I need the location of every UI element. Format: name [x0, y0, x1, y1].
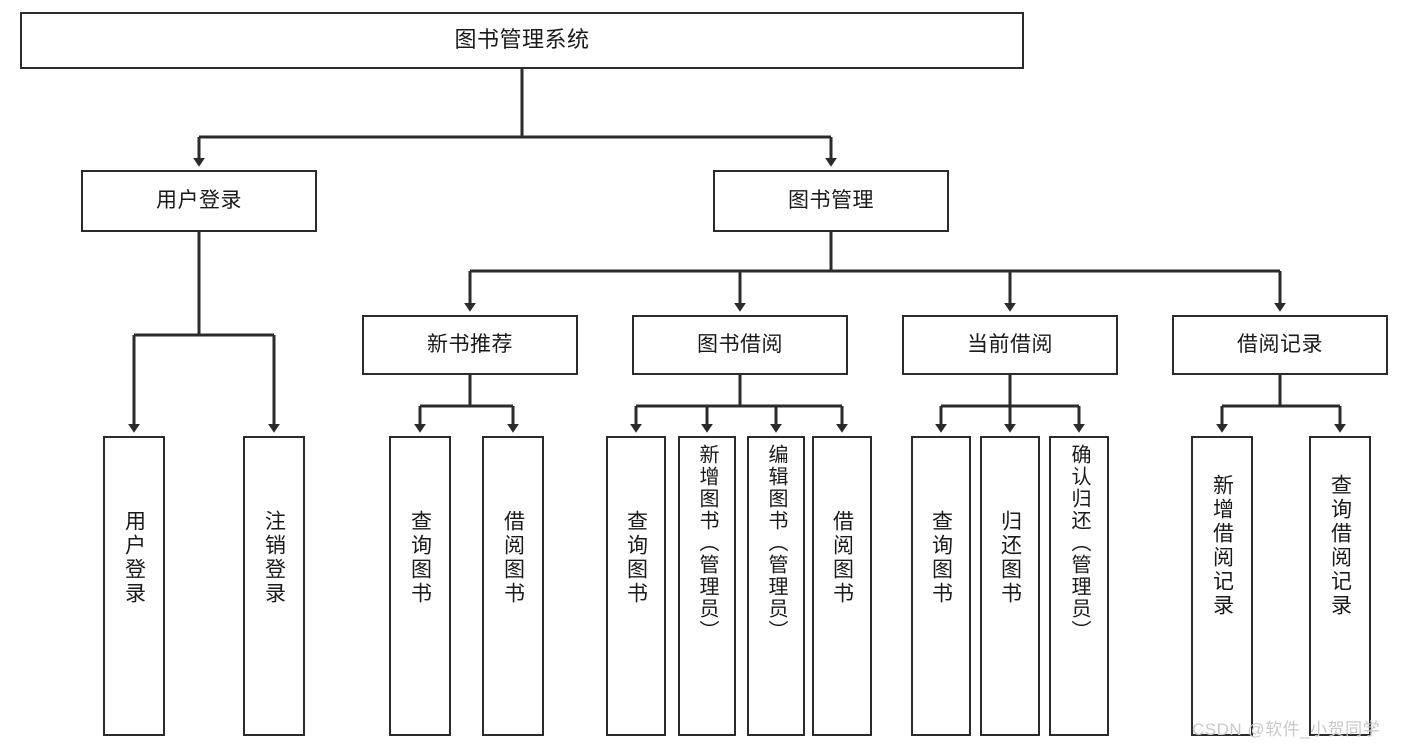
node-label: 图书管理系统	[454, 27, 590, 53]
node-book-borrow[interactable]: 图书借阅	[632, 315, 848, 375]
node-label: 图书管理	[788, 189, 874, 213]
node-label: 新书推荐	[427, 333, 513, 357]
csdn-watermark: CSDN @软件_小贺同学	[1192, 720, 1381, 739]
leaf-user-login[interactable]: 用户登录	[103, 436, 165, 736]
node-borrow-record[interactable]: 借阅记录	[1172, 315, 1388, 375]
node-label: 图书借阅	[697, 333, 783, 357]
node-label: 编辑图书（管理员）	[765, 444, 787, 642]
node-label: 查询图书	[929, 510, 953, 606]
node-label: 借阅记录	[1237, 333, 1323, 357]
leaf-borrow-book[interactable]: 借阅图书	[812, 436, 872, 736]
node-label: 用户登录	[156, 189, 242, 213]
node-user-login[interactable]: 用户登录	[81, 170, 317, 232]
node-root-system[interactable]: 图书管理系统	[20, 12, 1024, 69]
leaf-confirm-return-admin[interactable]: 确认归还（管理员）	[1049, 436, 1109, 736]
node-label: 当前借阅	[967, 333, 1053, 357]
node-label: 查询图书	[624, 510, 648, 606]
leaf-add-book-admin[interactable]: 新增图书（管理员）	[678, 436, 736, 736]
node-current-borrow[interactable]: 当前借阅	[902, 315, 1118, 375]
node-label: 借阅图书	[501, 510, 525, 606]
node-label: 注销登录	[262, 510, 286, 606]
leaf-edit-book-admin[interactable]: 编辑图书（管理员）	[747, 436, 805, 736]
leaf-query-book-borrow[interactable]: 查询图书	[606, 436, 666, 736]
node-label: 归还图书	[998, 510, 1022, 606]
leaf-query-borrow-record[interactable]: 查询借阅记录	[1309, 436, 1371, 736]
node-label: 借阅图书	[830, 510, 854, 606]
node-label: 确认归还（管理员）	[1068, 444, 1090, 642]
node-book-management[interactable]: 图书管理	[713, 170, 949, 232]
node-label: 新增借阅记录	[1210, 474, 1234, 618]
leaf-add-borrow-record[interactable]: 新增借阅记录	[1191, 436, 1253, 736]
leaf-borrow-book-recommend[interactable]: 借阅图书	[482, 436, 544, 736]
node-label: 新增图书（管理员）	[696, 444, 718, 642]
node-label: 用户登录	[122, 510, 146, 606]
node-label: 查询图书	[408, 510, 432, 606]
leaf-return-book[interactable]: 归还图书	[980, 436, 1040, 736]
node-label: 查询借阅记录	[1328, 474, 1352, 618]
leaf-user-logout[interactable]: 注销登录	[243, 436, 305, 736]
leaf-query-book-recommend[interactable]: 查询图书	[389, 436, 451, 736]
leaf-query-book-current[interactable]: 查询图书	[911, 436, 971, 736]
node-new-book-recommend[interactable]: 新书推荐	[362, 315, 578, 375]
